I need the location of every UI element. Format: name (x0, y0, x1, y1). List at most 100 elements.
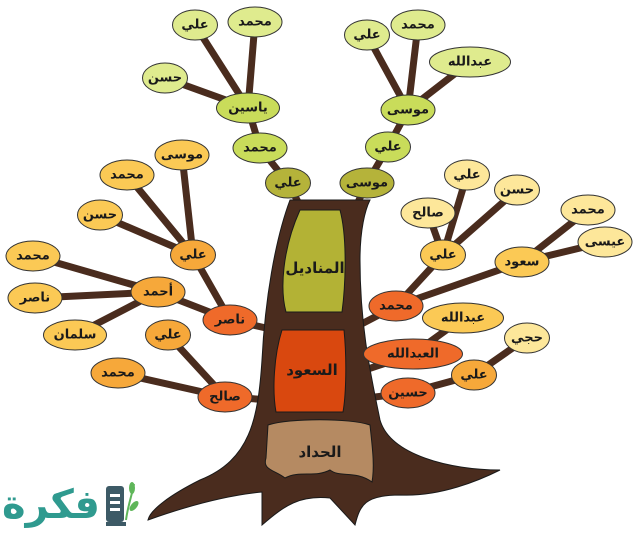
node-label: محمد (101, 366, 135, 381)
name-node: محمد (560, 194, 616, 226)
node-bubble (494, 246, 550, 278)
name-node: علي (172, 9, 218, 41)
node-bubble (400, 197, 456, 229)
node-label: عبدالله (448, 55, 492, 70)
node-label: علي (429, 248, 456, 263)
node-bubble (451, 359, 497, 391)
name-node: العبدالله (363, 338, 463, 370)
node-label: محمد (571, 203, 605, 218)
node-label: ياسين (228, 101, 268, 116)
node-label: علي (179, 248, 206, 263)
name-node: محمد (90, 357, 146, 389)
node-bubble (429, 46, 511, 78)
trunk-box-root (264, 419, 374, 483)
node-label: علي (274, 176, 301, 191)
name-node: محمد (227, 6, 283, 38)
name-node: موسى (380, 94, 436, 126)
trunk-box-middle (273, 329, 347, 413)
node-bubble (5, 240, 61, 272)
node-label: موسى (161, 148, 203, 163)
node-bubble (420, 239, 466, 271)
node-bubble (380, 94, 436, 126)
node-label: علي (460, 368, 487, 383)
name-node: حسن (77, 199, 123, 231)
node-label: محمد (110, 168, 144, 183)
node-bubble (444, 159, 490, 191)
node-label: محمد (238, 15, 272, 30)
name-node: علي (265, 167, 311, 199)
name-node: موسى (154, 139, 210, 171)
name-node: علي (451, 359, 497, 391)
name-node: محمد (99, 159, 155, 191)
node-label: محمد (16, 249, 50, 264)
node-label: موسى (346, 176, 388, 191)
node-bubble (363, 338, 463, 370)
name-node: سعود (494, 246, 550, 278)
node-bubble (145, 319, 191, 351)
node-bubble (344, 19, 390, 51)
node-bubble (560, 194, 616, 226)
node-label: سلمان (54, 328, 97, 343)
logo: فكرة (2, 480, 140, 530)
node-bubble (77, 199, 123, 231)
name-node: حسين (380, 377, 436, 409)
trunk-label-top: المناديل (285, 259, 344, 277)
name-node: علي (145, 319, 191, 351)
node-bubble (202, 304, 258, 336)
name-node: محمد (390, 9, 446, 41)
name-node: علي (365, 131, 411, 163)
node-bubble (197, 381, 253, 413)
node-bubble (170, 239, 216, 271)
node-bubble (422, 302, 504, 334)
name-node: صالح (197, 381, 253, 413)
node-bubble (99, 159, 155, 191)
name-node: صالح (400, 197, 456, 229)
node-bubble (130, 276, 186, 308)
name-node: محمد (232, 132, 288, 164)
node-bubble (339, 167, 395, 199)
node-label: سعود (505, 255, 540, 270)
node-bubble (368, 290, 424, 322)
node-bubble (154, 139, 210, 171)
node-bubble (216, 92, 280, 124)
name-node: علي (170, 239, 216, 271)
name-node: عبدالله (422, 302, 504, 334)
node-label: محمد (401, 18, 435, 33)
node-bubble (494, 174, 540, 206)
node-label: علي (181, 18, 208, 33)
node-label: علي (154, 328, 181, 343)
node-bubble (577, 226, 633, 258)
trunk-label-root: الحداد (298, 443, 341, 461)
node-label: حسين (388, 386, 428, 401)
book-leaf-icon (105, 482, 139, 526)
node-label: علي (374, 140, 401, 155)
name-node: سلمان (43, 319, 107, 351)
node-label: عيسى (585, 235, 626, 250)
node-label: ناصر (19, 291, 50, 306)
node-label: علي (353, 28, 380, 43)
name-node: حسن (494, 174, 540, 206)
node-bubble (227, 6, 283, 38)
node-bubble (232, 132, 288, 164)
node-label: العبدالله (387, 347, 439, 362)
node-bubble (390, 9, 446, 41)
node-label: محمد (243, 141, 277, 156)
name-node: علي (344, 19, 390, 51)
name-node: علي (420, 239, 466, 271)
node-bubble (380, 377, 436, 409)
node-label: حجي (511, 331, 543, 346)
node-label: حسن (500, 183, 534, 198)
name-node: موسى (339, 167, 395, 199)
node-bubble (43, 319, 107, 351)
node-bubble (504, 322, 550, 354)
name-node: حسن (142, 62, 188, 94)
node-label: حسن (148, 71, 182, 86)
node-label: ناصر (214, 313, 245, 328)
node-bubble (172, 9, 218, 41)
name-node: محمد (368, 290, 424, 322)
name-node: أحمد (130, 276, 186, 308)
node-bubble (90, 357, 146, 389)
name-node: ياسين (216, 92, 280, 124)
node-label: حسن (83, 208, 117, 223)
